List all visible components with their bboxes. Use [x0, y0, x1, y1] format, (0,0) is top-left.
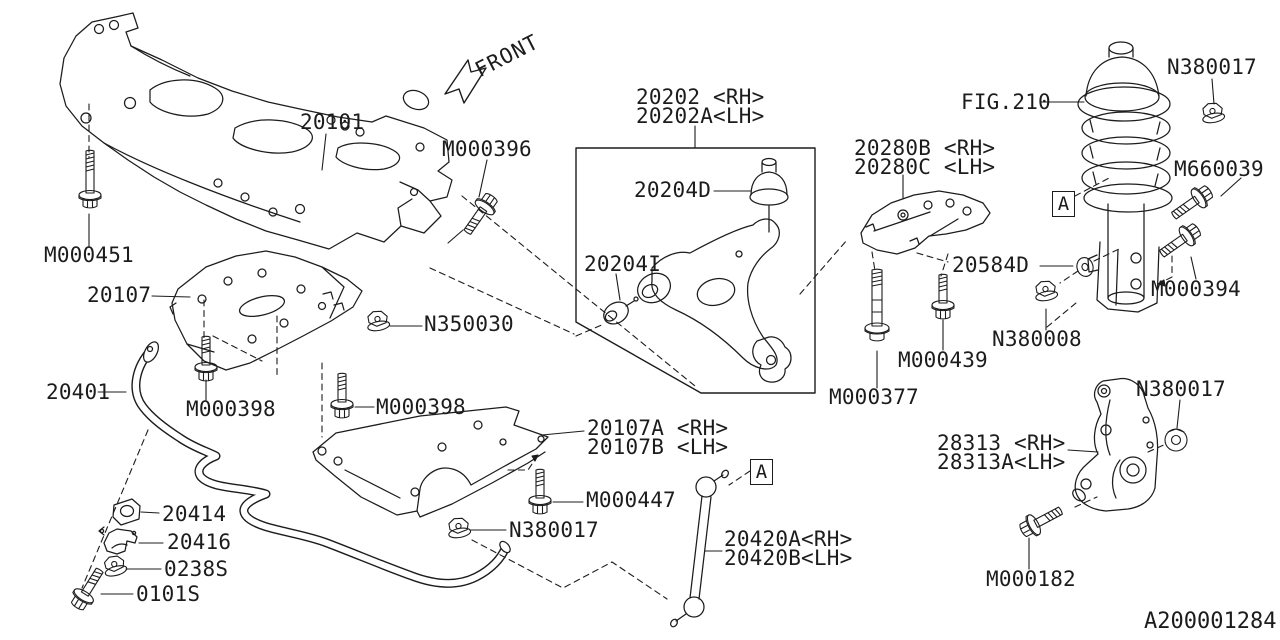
bolt-0101s	[66, 563, 110, 614]
part-label-f20204i: 20204I	[584, 252, 662, 276]
part-label-f20107ab: 20107A <RH> 20107B <LH>	[587, 416, 729, 459]
part-label-m000439: M000439	[898, 348, 988, 372]
bolt-m000451	[78, 149, 102, 209]
bolt-m660039	[1166, 180, 1217, 226]
part-label-n380017a: N380017	[509, 518, 599, 542]
washer-20584d	[1074, 255, 1096, 279]
part-label-n380008: N380008	[992, 327, 1082, 351]
part-label-f0101s: 0101S	[136, 582, 201, 606]
nut-n380017-knuckle	[1164, 428, 1188, 452]
bolt-m000439	[931, 273, 955, 320]
support-plate-drawing	[312, 406, 549, 518]
part-label-f0238s: 0238S	[164, 557, 229, 581]
part-label-f20204d: 20204D	[634, 178, 712, 202]
under-cover-drawing	[169, 250, 363, 371]
part-label-f28313: 28313 <RH> 28313A<LH>	[937, 431, 1066, 474]
control-arm-detail-box	[575, 147, 816, 394]
part-label-f20202: 20202 <RH> 20202A<LH>	[636, 85, 765, 128]
part-label-f20101: 20101	[300, 110, 365, 134]
detail-marker-a-link: A	[750, 459, 773, 485]
part-label-m000394: M000394	[1151, 277, 1241, 301]
part-label-f20401: 20401	[46, 380, 111, 404]
part-label-f20107: 20107	[87, 283, 152, 307]
stabilizer-bar-drawing	[131, 341, 511, 588]
part-label-m000396: M000396	[442, 137, 532, 161]
bolt-m000394	[1154, 218, 1205, 264]
part-label-m660039: M660039	[1174, 157, 1264, 181]
nut-n350030	[364, 308, 391, 333]
nut-n380017-top	[1199, 100, 1226, 125]
part-label-f20584d: 20584D	[952, 253, 1030, 277]
bolt-m000398-left	[194, 335, 218, 382]
nut-n380017-mid	[445, 515, 472, 540]
part-label-fig210: FIG.210	[961, 90, 1051, 114]
diagram-code: A200001284	[1144, 609, 1277, 634]
part-label-m000447: M000447	[586, 488, 676, 512]
clamp-20416-drawing	[98, 526, 138, 555]
bolt-m000377	[864, 268, 890, 342]
part-label-m000182: M000182	[986, 567, 1076, 591]
front-direction-arrow-icon	[444, 59, 487, 104]
bolt-m000396	[457, 189, 503, 240]
part-label-n350030: N350030	[424, 312, 514, 336]
part-label-m000398a: M000398	[186, 397, 276, 421]
crossmember-drawing	[59, 12, 453, 250]
bolt-m000182	[1015, 500, 1067, 542]
part-label-f20416: 20416	[167, 530, 232, 554]
nut-n380008	[1032, 278, 1059, 303]
stabilizer-link-drawing	[670, 469, 729, 628]
part-label-m000398b: M000398	[376, 395, 466, 419]
control-arm-drawing	[603, 157, 792, 383]
bracket-drawing	[860, 190, 991, 255]
part-label-f20420: 20420A<RH> 20420B<LH>	[724, 527, 853, 570]
knuckle-drawing	[1072, 377, 1159, 512]
part-label-m000451: M000451	[44, 243, 134, 267]
part-label-m000377: M000377	[829, 385, 919, 409]
bolt-m000447	[528, 468, 552, 515]
part-label-f20414: 20414	[162, 502, 227, 526]
part-label-f20280: 20280B <RH> 20280C <LH>	[854, 136, 996, 179]
part-label-n380017c: N380017	[1136, 377, 1226, 401]
bolt-m000398-right	[330, 372, 354, 419]
strut-assembly-drawing	[1077, 41, 1173, 313]
assembly-dashed-lines	[81, 103, 1173, 600]
nut-0238s	[100, 552, 129, 579]
part-label-n380017b: N380017	[1167, 55, 1257, 79]
bushing-20414-drawing	[112, 498, 141, 526]
detail-marker-a-strut: A	[1052, 191, 1075, 217]
leader-lines	[88, 78, 1242, 595]
